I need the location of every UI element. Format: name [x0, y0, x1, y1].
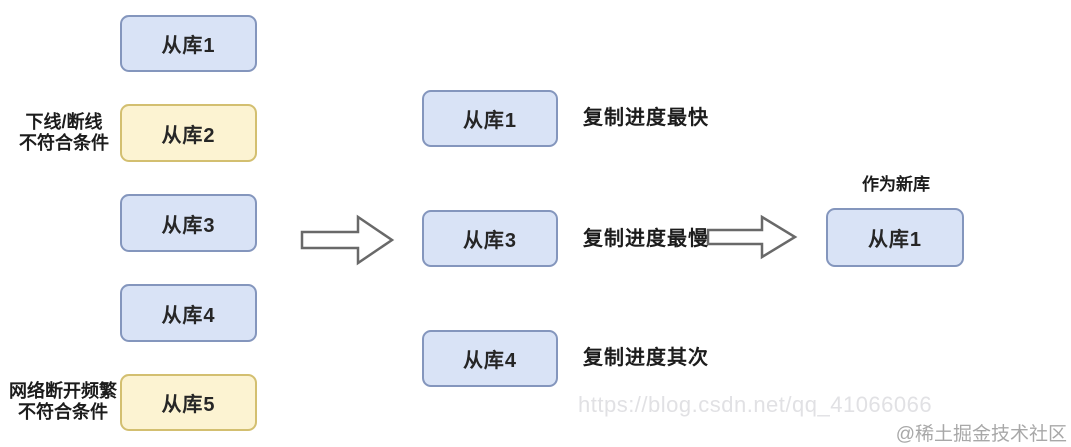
node-replica-1-left: 从库1 [120, 15, 257, 72]
node-label: 从库3 [462, 230, 518, 252]
watermark-juejin: @稀土掘金技术社区 [895, 424, 1067, 445]
node-replica-3-middle: 从库3 [422, 210, 558, 267]
node-label: 从库4 [462, 350, 518, 372]
note-progress-fastest: 复制进度最快 [583, 107, 709, 129]
node-label: 从库1 [161, 35, 216, 57]
node-replica-2-left: 从库2 [120, 104, 257, 162]
note-progress-second: 复制进度其次 [583, 347, 709, 369]
annotation-replica-5-disqualified: 网络断开频繁 不符合条件 [2, 381, 124, 423]
note-progress-slowest: 复制进度最慢 [583, 228, 709, 250]
node-replica-1-middle: 从库1 [422, 90, 558, 147]
annotation-replica-2-disqualified: 下线/断线 不符合条件 [8, 112, 120, 154]
node-label: 从库5 [161, 394, 216, 416]
node-replica-5-left: 从库5 [120, 374, 257, 431]
node-label: 从库2 [161, 124, 216, 147]
node-label: 从库1 [462, 110, 518, 132]
node-label: 从库4 [161, 304, 216, 327]
annotation-line: 网络断开频繁 [9, 381, 117, 401]
node-replica-1-selected: 从库1 [826, 208, 964, 267]
right-arrow-icon [706, 213, 798, 261]
node-replica-4-middle: 从库4 [422, 330, 558, 387]
annotation-line: 不符合条件 [18, 402, 108, 422]
node-label: 从库3 [161, 214, 216, 237]
node-replica-4-left: 从库4 [120, 284, 257, 342]
annotation-line: 不符合条件 [19, 133, 109, 153]
caption-new-master: 作为新库 [862, 175, 930, 194]
node-label: 从库1 [867, 229, 923, 251]
right-arrow-icon [300, 212, 395, 268]
watermark-csdn-url: https://blog.csdn.net/qq_41066066 [578, 392, 933, 417]
annotation-line: 下线/断线 [25, 112, 103, 132]
node-replica-3-left: 从库3 [120, 194, 257, 252]
